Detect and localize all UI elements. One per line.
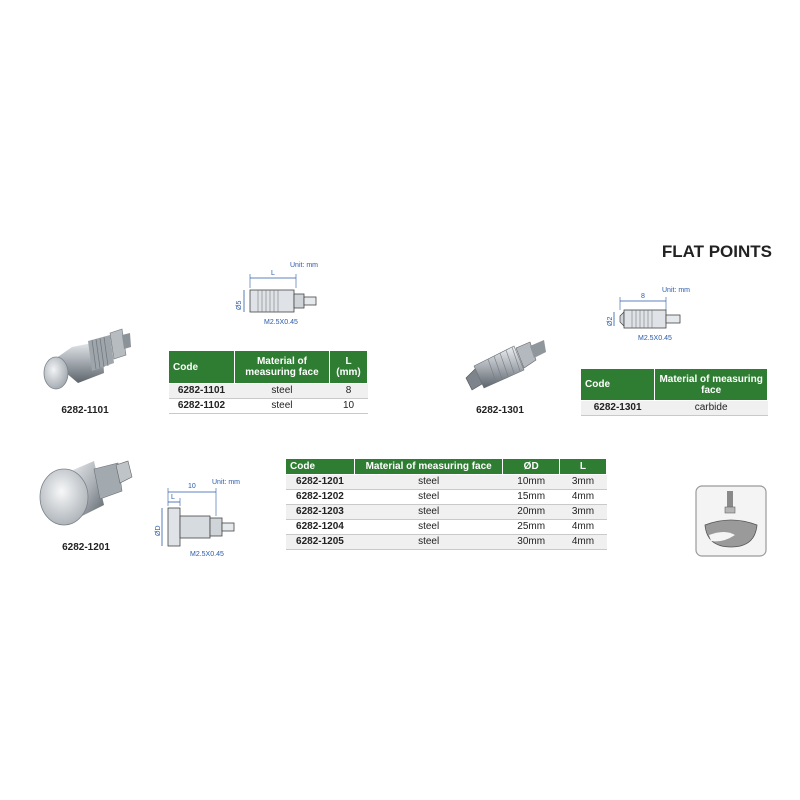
table-row: 6282-1202 steel 15mm 4mm <box>285 489 607 505</box>
code-cell: 6282-1202 <box>285 489 355 505</box>
material-cell: steel <box>354 519 503 535</box>
code-cell: 6282-1203 <box>285 504 355 520</box>
dimension-drawing-1301: Unit: mm 8 Ø2 M2.5X0.45 <box>607 287 690 342</box>
length-label: 10 <box>188 483 196 490</box>
thread-label: M2.5X0.45 <box>264 319 298 326</box>
unit-label: Unit: mm <box>662 287 690 294</box>
product-code-caption: 6282-1301 <box>476 405 524 416</box>
material-cell: steel <box>354 489 503 505</box>
column-header: Code <box>168 350 235 384</box>
small-length-label: L <box>171 494 175 501</box>
dimension-drawing-1101: Unit: mm L Ø5 M2.5X0.45 <box>236 262 318 326</box>
column-header: Material of measuring face <box>353 458 504 475</box>
product-code-caption: 6282-1201 <box>62 542 110 553</box>
page-title: FLAT POINTS <box>661 242 772 261</box>
material-cell: steel <box>354 534 503 550</box>
column-header: ØD <box>502 458 560 475</box>
diameter-label: Ø2 <box>607 317 614 326</box>
code-cell: 6282-1101 <box>168 383 235 399</box>
material-cell: steel <box>234 398 330 414</box>
table-row: 6282-1102 steel 10 <box>168 398 368 414</box>
code-cell: 6282-1102 <box>168 398 235 414</box>
dimension-drawing-1201: Unit: mm 10 L ØD M2.5X0.45 <box>155 479 240 558</box>
spec-table-1201: Code Material of measuring face ØD L 628… <box>285 458 608 550</box>
diameter-cell: 25mm <box>502 519 560 535</box>
unit-label: Unit: mm <box>212 479 240 486</box>
spec-table-1301: Code Material of measuring face 6282-130… <box>579 368 768 416</box>
flat-point-1101-photo <box>43 328 131 390</box>
column-header: Material of measuring face <box>233 350 331 384</box>
table-row: 6282-1101 steel 8 <box>168 383 368 399</box>
code-cell: 6282-1201 <box>285 474 355 490</box>
diameter-label: Ø5 <box>236 301 243 310</box>
diameter-cell: 30mm <box>502 534 560 550</box>
diameter-cell: 20mm <box>502 504 560 520</box>
table-row: 6282-1205 steel 30mm 4mm <box>285 534 607 550</box>
length-cell: 3mm <box>559 504 607 520</box>
diameter-cell: 10mm <box>502 474 560 490</box>
thread-label: M2.5X0.45 <box>638 335 672 342</box>
diameter-label: ØD <box>155 526 162 537</box>
product-code-caption: 6282-1101 <box>61 405 109 416</box>
column-header: Code <box>579 368 656 401</box>
flat-point-1201-photo <box>39 460 133 526</box>
column-header: L (mm) <box>329 350 368 384</box>
column-header: Code <box>285 458 355 475</box>
length-cell: 4mm <box>559 489 607 505</box>
table-row: 6282-1301 carbide <box>580 400 768 416</box>
material-cell: steel <box>354 504 503 520</box>
thread-label: M2.5X0.45 <box>190 551 224 558</box>
code-cell: 6282-1205 <box>285 534 355 550</box>
unit-label: Unit: mm <box>290 262 318 269</box>
material-cell: steel <box>234 383 330 399</box>
length-cell: 10 <box>329 398 368 414</box>
column-header: Material of measuring face <box>654 368 768 401</box>
diameter-cell: 15mm <box>502 489 560 505</box>
table-row: 6282-1204 steel 25mm 4mm <box>285 519 607 535</box>
code-cell: 6282-1204 <box>285 519 355 535</box>
length-cell: 4mm <box>559 534 607 550</box>
spec-table-1101: Code Material of measuring face L (mm) 6… <box>168 350 368 414</box>
table-row: 6282-1203 steel 20mm 3mm <box>285 504 607 520</box>
length-label: 8 <box>641 293 645 300</box>
material-cell: carbide <box>654 400 768 416</box>
length-cell: 3mm <box>559 474 607 490</box>
length-label: L <box>271 270 275 277</box>
code-cell: 6282-1301 <box>580 400 655 416</box>
column-header: L <box>558 458 608 475</box>
flat-point-1301-photo <box>465 340 546 391</box>
length-cell: 4mm <box>559 519 607 535</box>
application-icon <box>695 485 767 557</box>
length-cell: 8 <box>329 383 368 399</box>
material-cell: steel <box>354 474 503 490</box>
table-row: 6282-1201 steel 10mm 3mm <box>285 474 607 490</box>
